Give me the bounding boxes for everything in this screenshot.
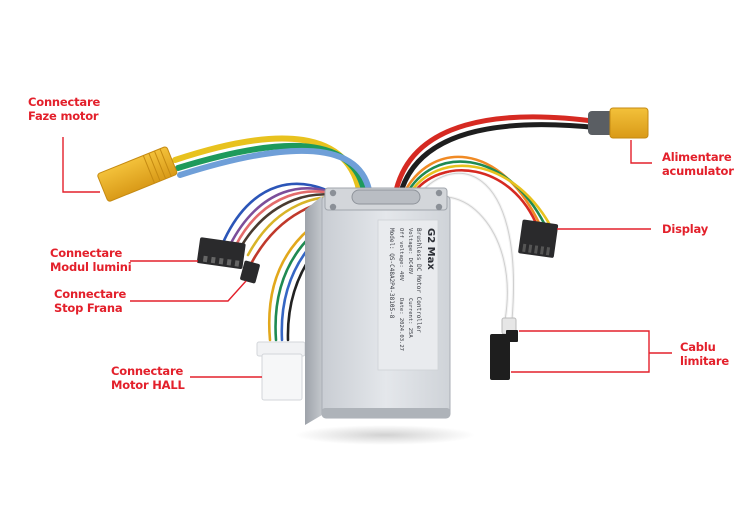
lights-connector bbox=[196, 237, 246, 269]
label-current: Current: 25A bbox=[407, 298, 413, 338]
callout-display-line1: Display bbox=[662, 222, 709, 236]
label-model: Model: QS-C48A2P4-38105-8 bbox=[388, 228, 395, 319]
leader-limit bbox=[511, 330, 650, 373]
controller-housing bbox=[305, 187, 451, 425]
label-brand: G2 Max bbox=[425, 228, 436, 270]
callout-battery-line2: acumulator bbox=[662, 164, 734, 178]
callout-brake: Connectare Stop Frana bbox=[54, 287, 126, 315]
box-shadow bbox=[295, 425, 475, 445]
callout-hall: Connectare Motor HALL bbox=[111, 364, 185, 392]
label-line1: Brushless DC Motor Controller bbox=[415, 228, 422, 333]
callout-phase-motor: Connectare Faze motor bbox=[28, 95, 100, 123]
callout-hall-line1: Connectare bbox=[111, 364, 184, 378]
phase-wires bbox=[172, 135, 373, 198]
label-date: Date: 2024.03.27 bbox=[398, 298, 404, 351]
callout-lights-module: Connectare Modul lumini bbox=[50, 246, 132, 274]
power-wires bbox=[392, 114, 603, 198]
leader-phase bbox=[62, 137, 100, 193]
hall-connector bbox=[256, 341, 306, 401]
display-connector bbox=[518, 219, 559, 258]
controller-label: G2 Max Brushless DC Motor Controller Vol… bbox=[378, 220, 438, 370]
callout-hall-line2: Motor HALL bbox=[111, 378, 185, 392]
callout-limit-line1: Cablu bbox=[680, 340, 716, 354]
callout-limit-cable: Cablu limitare bbox=[680, 340, 729, 368]
callout-lights-line2: Modul lumini bbox=[50, 260, 132, 274]
label-voltage: Voltage: DC48V bbox=[407, 228, 413, 275]
phase-connector bbox=[97, 146, 178, 202]
label-off-voltage: Off voltage: 40V bbox=[398, 228, 404, 281]
callout-phase-line1: Connectare bbox=[28, 95, 101, 109]
brake-connector bbox=[240, 260, 260, 284]
callout-battery: Alimentare acumulator bbox=[662, 150, 734, 178]
battery-connector bbox=[588, 107, 649, 139]
leader-lines bbox=[62, 137, 672, 378]
callout-limit-line2: limitare bbox=[680, 354, 729, 368]
leader-brake bbox=[130, 280, 247, 302]
callout-battery-line1: Alimentare bbox=[662, 150, 732, 164]
limit-connectors bbox=[490, 317, 518, 380]
callout-phase-line2: Faze motor bbox=[28, 109, 99, 123]
callout-lights-line1: Connectare bbox=[50, 246, 123, 260]
callout-display: Display bbox=[662, 222, 708, 236]
callout-brake-line1: Connectare bbox=[54, 287, 127, 301]
callout-brake-line2: Stop Frana bbox=[54, 301, 123, 315]
leader-battery bbox=[630, 140, 652, 164]
